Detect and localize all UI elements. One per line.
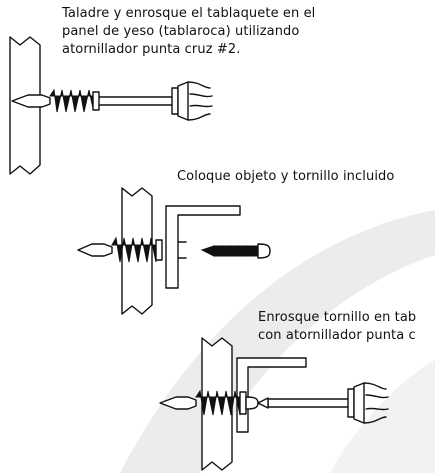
step-1-caption: Taladre y enrosque el tablaquete en el p… bbox=[62, 5, 315, 59]
step-1-figure bbox=[9, 36, 213, 175]
screwdriver-shaft bbox=[267, 398, 351, 408]
wall-panel-icon bbox=[201, 337, 233, 471]
step-3-line-1: Enrosque tornillo en tab bbox=[258, 310, 417, 325]
shelf-bracket-icon bbox=[236, 357, 307, 433]
drywall-anchor-icon bbox=[11, 88, 100, 113]
shelf-bracket-icon bbox=[165, 205, 241, 289]
screw-icon bbox=[245, 396, 259, 410]
drywall-anchor-icon bbox=[77, 236, 163, 263]
drywall-anchor-icon bbox=[159, 389, 247, 416]
step-1-line-1: Taladre y enrosque el tablaquete en el bbox=[62, 6, 316, 21]
step-1-line-3: atornillador punta cruz #2. bbox=[62, 42, 241, 57]
step-3-line-2: con atornillador punta c bbox=[258, 328, 416, 343]
step-2-figure bbox=[77, 187, 271, 315]
screwdriver-shaft bbox=[97, 96, 175, 106]
screwdriver-icon bbox=[171, 81, 213, 121]
screwdriver-icon bbox=[347, 382, 389, 424]
step-3-caption: Enrosque tornillo en tab con atornillado… bbox=[258, 309, 416, 345]
step-2-caption: Coloque objeto y tornillo incluido bbox=[177, 168, 394, 186]
step-1-line-2: panel de yeso (tablaroca) utilizando bbox=[62, 24, 300, 39]
step-3-figure bbox=[159, 337, 389, 471]
step-2-line-1: Coloque objeto y tornillo incluido bbox=[177, 169, 395, 184]
screw-icon bbox=[200, 243, 271, 259]
